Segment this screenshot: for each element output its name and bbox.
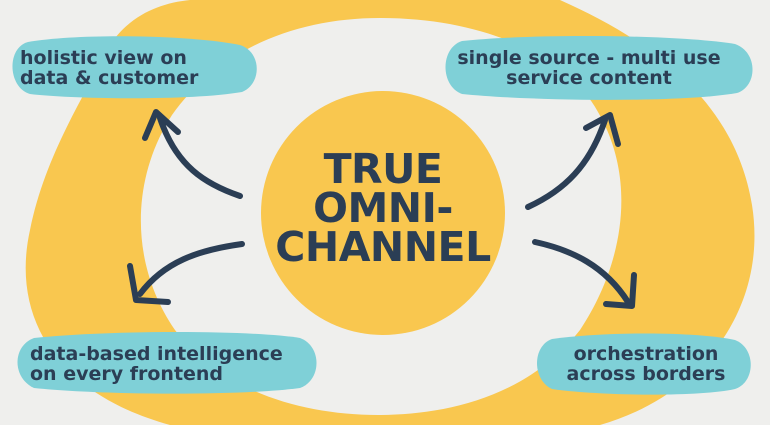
label-line: on every frontend — [30, 363, 224, 385]
title-line: OMNI- — [313, 184, 453, 232]
title-line: CHANNEL — [275, 223, 491, 271]
title-line: TRUE — [323, 145, 443, 193]
center-circle — [261, 91, 505, 335]
center-title: TRUE OMNI- CHANNEL — [258, 145, 508, 271]
label-line: service content — [506, 67, 672, 89]
label-line: orchestration — [573, 343, 719, 365]
arrow-bottom-right — [532, 239, 637, 309]
label-line: single source - multi use — [457, 47, 721, 69]
label-top-left: holistic view on data & customer — [20, 48, 244, 88]
arrow-bottom-left — [127, 241, 245, 305]
label-line: data & customer — [20, 67, 199, 89]
label-bottom-right: orchestration across borders — [546, 344, 746, 384]
pill-top-right — [445, 35, 753, 100]
arrow-top-left — [142, 109, 243, 199]
arrow-top-right — [525, 112, 621, 210]
label-line: across borders — [566, 363, 726, 385]
label-line: data-based intelligence — [30, 343, 283, 365]
pill-top-left — [12, 36, 257, 99]
label-bottom-left: data-based intelligence on every fronten… — [30, 344, 320, 384]
pill-bottom-right — [537, 333, 751, 395]
pill-bottom-left — [17, 332, 317, 394]
label-line: holistic view on — [20, 47, 187, 69]
label-top-right: single source - multi use service conten… — [448, 48, 730, 88]
